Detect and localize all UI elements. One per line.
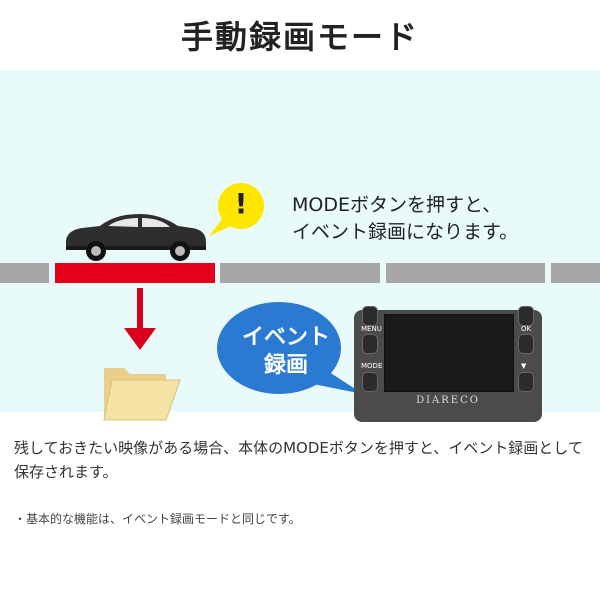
dashcam-device: MENU MODE OK ▼ DIARECO	[354, 306, 542, 422]
brand-logo: DIARECO	[416, 395, 480, 406]
bubble-text: イベント 録画	[226, 324, 346, 380]
folder-icon	[103, 368, 181, 421]
page-title: 手動録画モード	[180, 18, 419, 56]
description: 残しておきたい映像がある場合、本体のMODEボタンを押すと、イベント録画として …	[14, 436, 589, 484]
arrow-down-icon	[124, 288, 156, 350]
car-icon	[66, 214, 206, 261]
ok-up-button	[518, 306, 534, 326]
description-line: 残しておきたい映像がある場合、本体のMODEボタンを押すと、イベント録画として	[14, 439, 583, 457]
road-segment	[220, 263, 380, 283]
ok-button	[518, 334, 534, 354]
bubble-line: イベント	[241, 325, 330, 350]
bubble-line: 録画	[263, 353, 308, 378]
device-screen	[384, 314, 514, 392]
note-text: ・基本的な機能は、イベント録画モードと同じです。	[14, 512, 301, 526]
description-line: 保存されます。	[14, 463, 118, 481]
alert-mark: !	[234, 187, 248, 220]
down-button	[518, 372, 534, 392]
menu-up-button	[362, 306, 378, 326]
illustration-area: ! MODEボタンを押すと、 イベント録画になります。 イベント 録画 MENU…	[0, 70, 600, 422]
callout-line: MODEボタンを押すと、	[292, 194, 502, 216]
speech-bubble-icon	[217, 302, 363, 394]
road-segment-event	[55, 263, 215, 283]
menu-button	[362, 334, 378, 354]
road-segment	[0, 263, 49, 283]
callout-line: イベント録画になります。	[292, 221, 519, 243]
alert-callout-icon	[209, 183, 264, 236]
callout-text: MODEボタンを押すと、 イベント録画になります。	[292, 192, 518, 246]
mode-label: MODE	[361, 362, 383, 370]
road-segment	[551, 263, 600, 283]
mode-button	[362, 372, 378, 392]
down-label: ▼	[521, 362, 527, 370]
menu-label: MENU	[361, 325, 382, 333]
road-segment	[386, 263, 545, 283]
ok-label: OK	[521, 325, 532, 333]
